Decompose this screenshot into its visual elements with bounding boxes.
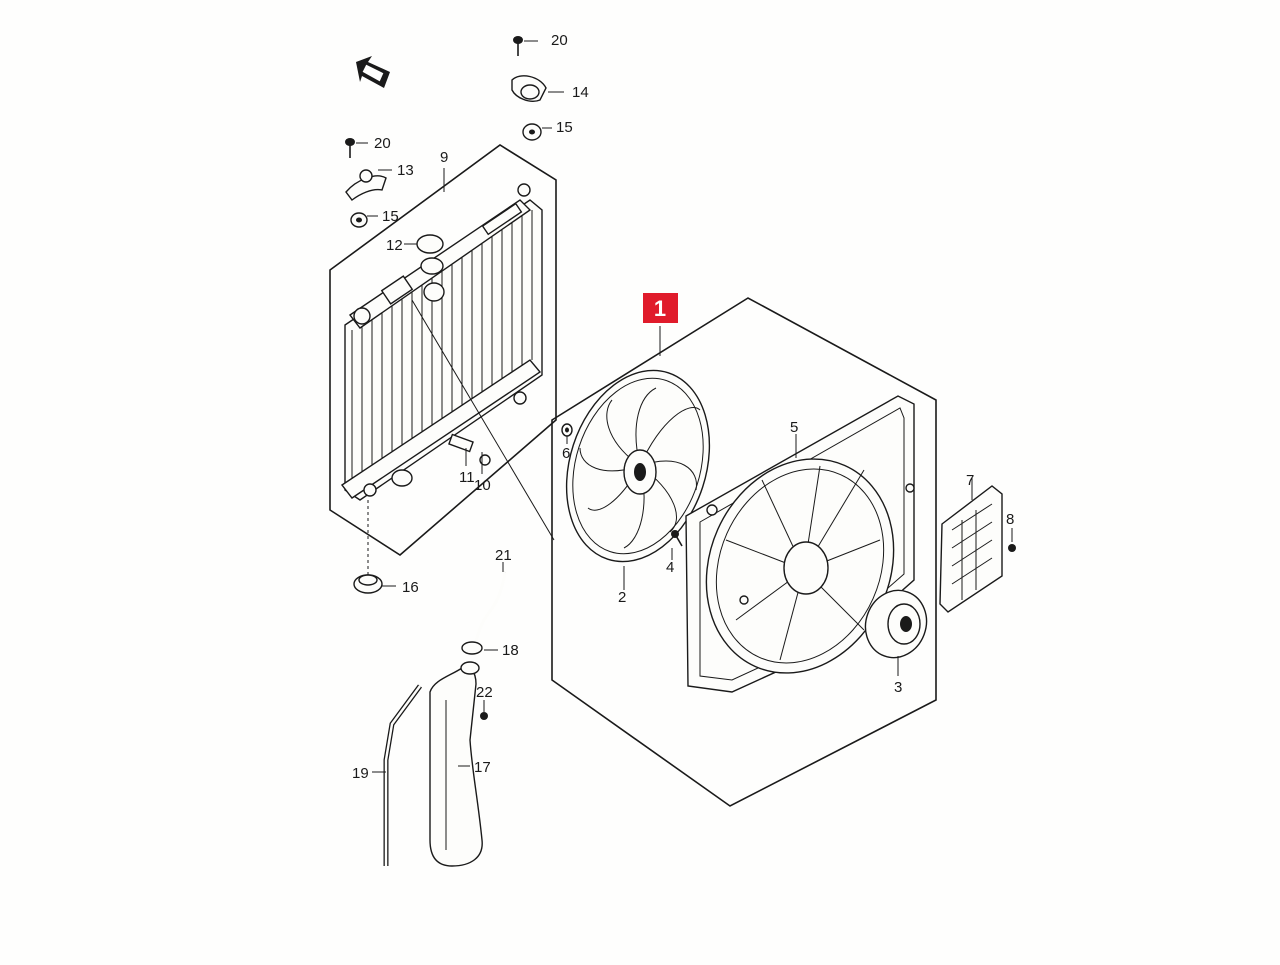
callout-19: 19 (352, 765, 369, 782)
callout-6: 6 (562, 445, 570, 462)
callout-17: 17 (474, 759, 491, 776)
bolt-22-part (480, 700, 488, 720)
callout-15-top: 15 (556, 119, 573, 136)
clamp-18-part (461, 641, 498, 655)
fan-shroud-5-part (685, 395, 915, 693)
assembly-1-badge[interactable]: 1 (643, 293, 678, 323)
badge-label: 1 (654, 296, 666, 321)
callout-22: 22 (476, 684, 493, 701)
callout-10: 10 (474, 477, 491, 494)
screw-4-part (671, 530, 683, 560)
fan-assembly-group (551, 297, 937, 807)
bolt-20-right-part (513, 36, 538, 56)
radiator-cap-part (404, 234, 444, 254)
callout-12: 12 (386, 237, 403, 254)
grommet-16-part (353, 500, 396, 594)
radiator-fins (351, 210, 533, 485)
callout-11: 11 (459, 469, 475, 486)
callout-labels: 20 14 15 20 9 13 15 12 5 6 11 10 7 8 21 … (352, 32, 1014, 782)
callout-20-top: 20 (551, 32, 568, 49)
grommet-15-left-part (350, 212, 378, 228)
callout-7: 7 (966, 472, 974, 489)
callout-2: 2 (618, 589, 626, 606)
callout-14: 14 (572, 84, 589, 101)
bracket-14-part (511, 75, 564, 102)
fan-motor-3-part (864, 589, 928, 676)
callout-20-left: 20 (374, 135, 391, 152)
overflow-hose-21-part (474, 562, 507, 643)
badge-box (643, 293, 678, 323)
radiator-assembly (329, 144, 557, 556)
bracket-13-part (345, 169, 392, 201)
drain-plug-part (465, 448, 483, 474)
pipe-19-part (372, 684, 423, 866)
callout-8: 8 (1006, 511, 1014, 528)
fan-blade-2-part (565, 369, 711, 590)
grommet-15-right-part (522, 123, 552, 141)
callout-5: 5 (790, 419, 798, 436)
callout-15-left: 15 (382, 208, 399, 225)
callout-18: 18 (502, 642, 519, 659)
callout-3: 3 (894, 679, 902, 696)
reservoir-tank-17-part (429, 661, 483, 867)
nut-6-part (561, 423, 573, 444)
cover-7-part (939, 478, 1003, 613)
callout-13: 13 (397, 162, 414, 179)
front-arrow-icon (356, 56, 390, 88)
callout-9: 9 (440, 149, 448, 166)
callout-16: 16 (402, 579, 419, 596)
callout-21: 21 (495, 547, 512, 564)
screw-8-part (1008, 528, 1016, 552)
bolt-20-left-part (345, 138, 368, 158)
callout-4: 4 (666, 559, 674, 576)
